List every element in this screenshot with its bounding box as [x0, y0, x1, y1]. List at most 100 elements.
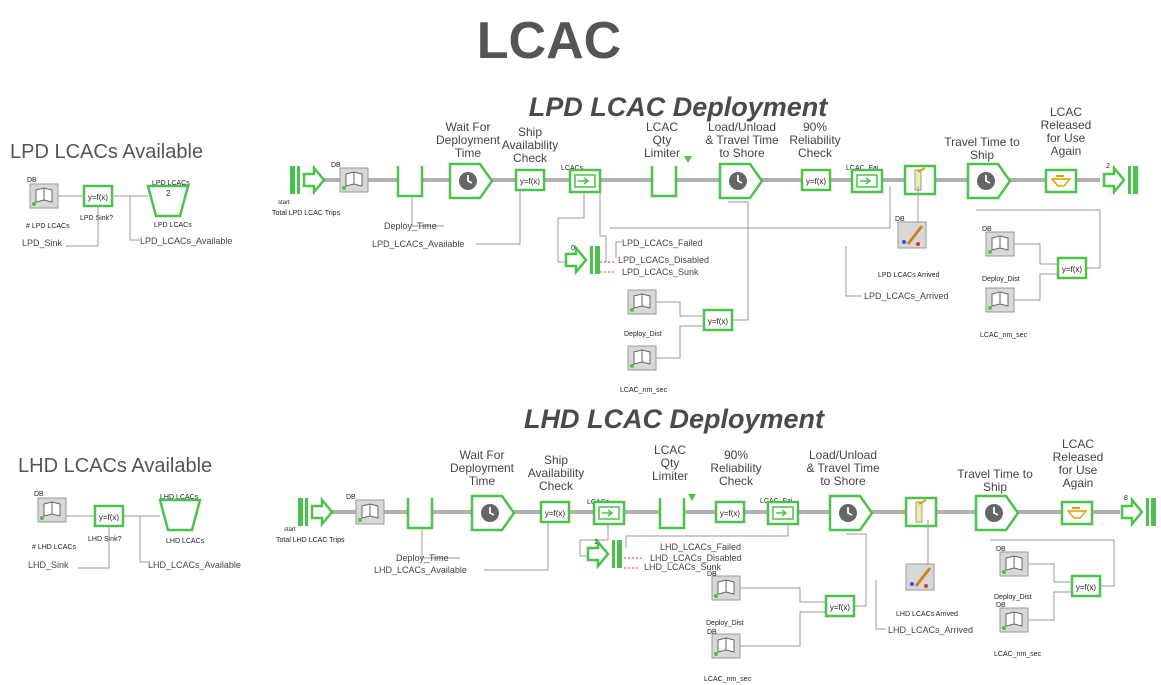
lpd-mid-fx-block[interactable]	[702, 308, 734, 332]
lpd-start-label: start	[278, 200, 290, 206]
lhd-right-nm-sec-db[interactable]	[999, 607, 1029, 633]
lpd-available-panel: LPD LCACs Available DB # LPD LCACs LPD_S…	[10, 141, 232, 248]
lpd-lcacs-tag: LCACs	[561, 165, 584, 172]
lhd-sink-check-label: LHD Sink?	[88, 536, 122, 543]
lhd-exit-count: 8	[1124, 495, 1128, 502]
lpd-arrived-connector: LPD_LCACs_Arrived	[864, 291, 949, 301]
lhd-pool-name: LHD LCACs	[160, 494, 199, 501]
lhd-side-available-connector: LHD_LCACs_Available	[148, 560, 241, 570]
lpd-fail-batch[interactable]	[850, 168, 884, 194]
lpd-load-activity[interactable]	[718, 162, 764, 200]
lpd-right-fx-block[interactable]	[1056, 256, 1088, 280]
lpd-wait-activity[interactable]	[448, 162, 494, 200]
lpd-pool-name: LPD LCACs	[152, 180, 190, 187]
lpd-select-block[interactable]	[903, 164, 937, 196]
lpd-mid-nm-sec-db[interactable]	[627, 345, 657, 371]
lpd-fail-count: 0	[571, 245, 575, 252]
lhd-sink-fx-block[interactable]	[93, 504, 125, 528]
lhd-arrived-label: LHD LCACs Arrived	[896, 611, 958, 618]
lhd-count-db-block[interactable]	[37, 497, 67, 523]
page-title: LCAC	[477, 12, 621, 70]
lhd-mid-fx-block[interactable]	[824, 594, 856, 618]
lpd-right-deploy-dist-db[interactable]	[985, 231, 1015, 257]
lhd-fail-batch[interactable]	[766, 500, 800, 526]
lpd-count-label: # LPD LCACs	[26, 223, 70, 230]
lpd-failed-connector: LPD_LCACs_Failed	[622, 238, 703, 248]
lhd-available-title: LHD LCACs Available	[18, 455, 212, 477]
lhd-qty-queue[interactable]	[658, 496, 686, 530]
lpd-exit-block[interactable]	[1102, 164, 1140, 196]
lhd-read-db-block[interactable]	[355, 499, 385, 525]
lpd-avail-fx-block[interactable]	[514, 168, 546, 192]
lpd-sink-check-label: LPD Sink?	[80, 215, 113, 222]
lhd-right-db-tag-2: DB	[996, 602, 1006, 609]
lpd-release-block[interactable]	[1044, 168, 1078, 194]
lhd-pool-block[interactable]	[158, 498, 202, 532]
lhd-arrived-block[interactable]	[904, 562, 936, 592]
lhd-right-deploy-dist-db[interactable]	[999, 551, 1029, 577]
lpd-trips-entry[interactable]	[288, 164, 326, 196]
lpd-batch-block[interactable]	[568, 168, 602, 194]
lhd-failed-connector: LHD_LCACs_Failed	[660, 542, 741, 552]
lpd-available-title: LPD LCACs Available	[10, 141, 203, 163]
lhd-pool-label: LHD LCACs	[166, 538, 205, 545]
lhd-mid-nm-sec: LCAC_nm_sec	[704, 676, 752, 683]
lhd-wait-activity[interactable]	[470, 494, 516, 532]
lhd-sunk-connector: LHD_LCACs_Sunk	[644, 562, 722, 572]
lhd-batch-block[interactable]	[592, 500, 626, 526]
lpd-section-title: LPD LCAC Deployment	[529, 92, 829, 122]
lhd-exit-block[interactable]	[1120, 496, 1158, 528]
lpd-count-db-block[interactable]	[29, 183, 59, 209]
lpd-mid-nm-sec: LCAC_nm_sec	[620, 387, 668, 394]
lpd-gate-icon	[684, 156, 692, 163]
lhd-sink-connector: LHD_Sink	[28, 560, 69, 570]
lhd-disabled-connector: LHD_LCACs_Disabled	[650, 553, 742, 563]
lhd-right-fx-block[interactable]	[1070, 574, 1102, 598]
lpd-mid-deploy-dist: Deploy_Dist	[624, 331, 662, 338]
lpd-right-nm-sec: LCAC_nm_sec	[980, 332, 1028, 339]
lpd-rel-fx-block[interactable]	[800, 168, 832, 192]
lhd-deployment: LHD LCAC Deployment start Total LHD LCAC…	[276, 404, 1158, 683]
lpd-read-db-tag: DB	[331, 162, 341, 169]
lpd-sink-connector: LPD_Sink	[22, 238, 63, 248]
lpd-mid-deploy-dist-db[interactable]	[627, 289, 657, 315]
lpd-arrived-db-tag: DB	[895, 216, 905, 223]
lhd-travel-activity[interactable]	[974, 494, 1020, 532]
lhd-load-activity[interactable]	[828, 494, 874, 532]
lhd-arrived-connector: LHD_LCACs_Arrived	[888, 625, 973, 635]
lpd-arrived-block[interactable]	[896, 220, 928, 250]
lhd-mid-nm-sec-db[interactable]	[711, 633, 741, 659]
lpd-travel-activity[interactable]	[966, 162, 1012, 200]
lpd-right-nm-sec-db[interactable]	[985, 287, 1015, 313]
lhd-avail-fx-block[interactable]	[539, 500, 571, 524]
lhd-db-tag: DB	[34, 491, 44, 498]
lhd-mid-db-tag-2: DB	[707, 629, 717, 636]
lhd-mid-deploy-dist-db[interactable]	[711, 575, 741, 601]
lhd-rel-fx-block[interactable]	[714, 500, 746, 524]
lpd-trips-label: Total LPD LCAC Trips	[272, 210, 341, 217]
lhd-trips-label: Total LHD LCAC Trips	[276, 537, 345, 544]
lpd-qty-queue[interactable]	[650, 164, 678, 198]
lpd-queue-block[interactable]	[396, 164, 424, 198]
lhd-mid-db-tag: DB	[707, 571, 717, 578]
lhd-read-db-tag: DB	[346, 494, 356, 501]
lhd-queue-block[interactable]	[406, 496, 434, 530]
lpd-sunk-connector: LPD_LCACs_Sunk	[622, 267, 699, 277]
lhd-trips-entry[interactable]	[296, 496, 334, 528]
lpd-pool-count: 2	[166, 189, 171, 198]
lhd-select-block[interactable]	[904, 496, 938, 528]
lpd-sink-fx-block[interactable]	[82, 184, 114, 208]
lpd-deploy-time-connector: Deploy_Time	[384, 221, 437, 231]
lpd-read-db-block[interactable]	[339, 167, 369, 193]
lhd-release-block[interactable]	[1060, 500, 1094, 526]
lpd-available-connector: LPD_LCACs_Available	[372, 239, 464, 249]
